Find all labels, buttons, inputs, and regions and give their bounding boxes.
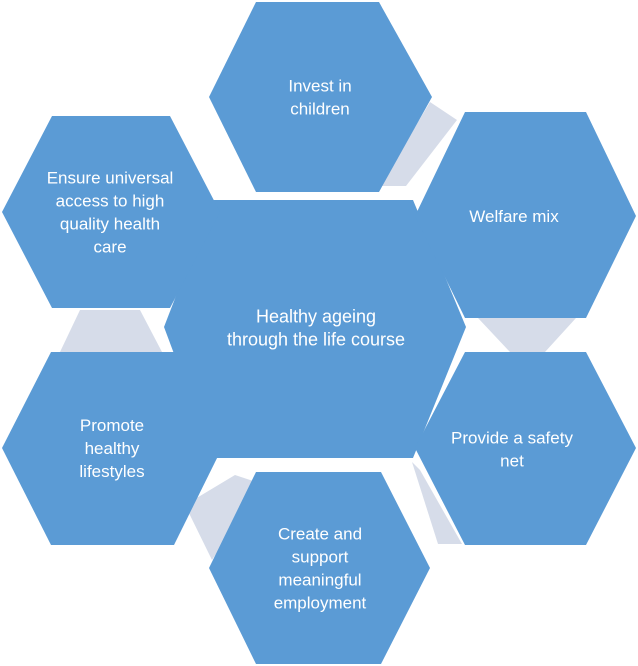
connectors [60,102,576,560]
label-line: access to high [56,192,165,211]
connector-lifestyles-healthcare [60,310,162,352]
node-label-welfare: Welfare mix [469,207,559,226]
label-line: lifestyles [79,462,144,481]
hexagon-welfare-mix [415,112,636,318]
node-label-invest: Invest in children [288,77,351,119]
label-line: care [93,238,126,257]
label-line: children [290,100,350,119]
label-line: meaningful [278,571,361,590]
hexagon-center [164,200,466,458]
label-line: Ensure universal [47,169,174,188]
label-line: Welfare mix [469,207,559,226]
label-line: employment [274,594,367,613]
label-line: Promote [80,416,144,435]
connector-invest-welfare [380,102,457,186]
hexagon-provide-safety-net [415,352,636,545]
node-label-health-care: Ensure universal access to high quality he… [47,169,174,257]
center-label: Healthy ageing through the life course [227,307,405,350]
labels: Healthy ageing through the life course In… [47,77,574,613]
connector-employment-lifestyles [185,475,262,560]
connector-safety-employment [412,462,462,544]
label-line: through the life course [227,330,405,350]
label-line: healthy [85,439,140,458]
node-label-lifestyles: Promote healthy lifestyles [79,416,144,481]
connector-welfare-safety [478,318,576,352]
label-line: Create and [278,525,362,544]
label-line: Healthy ageing [256,307,376,327]
node-label-employment: Create and support meaningful employment [274,525,367,613]
label-line: Provide a safety [451,429,573,448]
label-line: Invest in [288,77,351,96]
hexagon-create-employment [209,472,430,664]
hexagon-invest-in-children [209,2,432,192]
label-line: net [500,452,524,471]
node-label-safety: Provide a safety net [451,429,573,471]
hexagon-ensure-health-care [2,116,220,308]
label-line: support [292,548,349,567]
hexagon-promote-lifestyles [2,352,222,545]
label-line: quality health [60,215,160,234]
